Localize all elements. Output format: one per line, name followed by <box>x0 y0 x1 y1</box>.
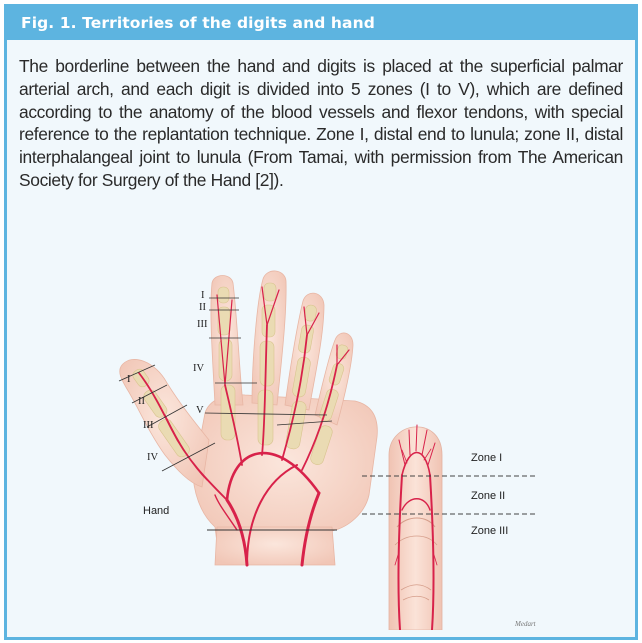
hand-skin <box>120 271 378 565</box>
thumb-zone-label: II <box>138 396 145 408</box>
finger-zone-label: IV <box>193 363 204 375</box>
hand-illustration: I II III IV V I II III IV Hand Zone I Zo… <box>97 265 557 630</box>
figure-caption: The borderline between the hand and digi… <box>19 55 623 192</box>
hand-label: Hand <box>143 505 169 517</box>
fingertip-drawing <box>362 425 537 630</box>
figure-title: Fig. 1. Territories of the digits and ha… <box>7 7 635 40</box>
finger-zone-label: II <box>199 302 206 314</box>
artist-signature: Medart <box>515 620 536 628</box>
finger-zone-label: V <box>196 405 204 417</box>
hand-anatomy-drawing <box>97 265 557 630</box>
figure-panel: Fig. 1. Territories of the digits and ha… <box>4 4 638 640</box>
finger-zone-label: I <box>201 290 205 302</box>
thumb-zone-label: I <box>127 374 131 386</box>
thumb-zone-label: III <box>143 420 154 432</box>
finger-zone-label: III <box>197 319 208 331</box>
thumb-zone-label: IV <box>147 452 158 464</box>
fingertip-zone-label: Zone III <box>471 525 508 537</box>
fingertip-zone-label: Zone II <box>471 490 505 502</box>
fingertip-zone-label: Zone I <box>471 452 502 464</box>
